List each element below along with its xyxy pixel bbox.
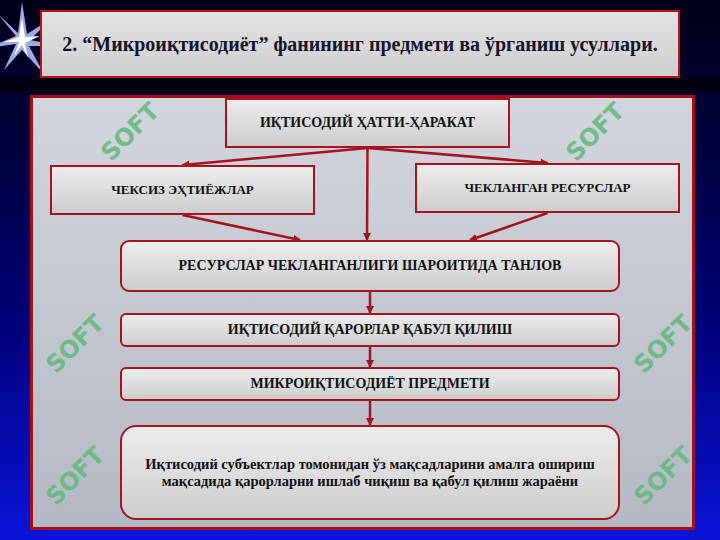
box-text: ИҚТИСОДИЙ ҚАРОРЛАР ҚАБУЛ ҚИЛИШ [228,322,512,338]
process-box: ИҚТИСОДИЙ ҚАРОРЛАР ҚАБУЛ ҚИЛИШ [120,313,620,347]
box-text: РЕСУРСЛАР ЧЕКЛАНГАНЛИГИ ШАРОИТИДА ТАНЛОВ [179,258,562,274]
title-box: 2. “Микроиқтисодиёт” фанининг предмети в… [40,10,680,78]
process-box: ИҚТИСОДИЙ ҲАТТИ-ҲАРАКАТ [225,98,510,148]
arrow-connector [368,148,548,163]
box-text: Иқтисодий субъектлар томонидан ўз мақсад… [132,456,608,490]
arrow-connector [366,148,369,240]
result-box: Иқтисодий субъектлар томонидан ўз мақсад… [120,425,620,520]
title-text: 2. “Микроиқтисодиёт” фанининг предмети в… [62,33,657,56]
arrow-connector [183,215,301,240]
arrow-connector [369,401,372,425]
box-text: ЧЕКЛАНГАН РЕСУРСЛАР [465,180,631,196]
arrow-connector [369,347,372,367]
arrow-connector [470,213,548,240]
process-box: МИКРОИҚТИСОДИЁТ ПРЕДМЕТИ [120,367,620,401]
dark-band [0,78,720,92]
process-box: ЧЕКСИЗ ЭҲТИЁЖЛАР [50,165,315,215]
box-text: МИКРОИҚТИСОДИЁТ ПРЕДМЕТИ [250,376,489,392]
process-box: РЕСУРСЛАР ЧЕКЛАНГАНЛИГИ ШАРОИТИДА ТАНЛОВ [120,240,620,292]
box-text: ИҚТИСОДИЙ ҲАТТИ-ҲАРАКАТ [260,115,475,131]
box-text: ЧЕКСИЗ ЭҲТИЁЖЛАР [111,182,253,198]
arrow-connector [369,292,372,313]
process-box: ЧЕКЛАНГАН РЕСУРСЛАР [415,163,680,213]
arrow-connector [183,148,368,165]
